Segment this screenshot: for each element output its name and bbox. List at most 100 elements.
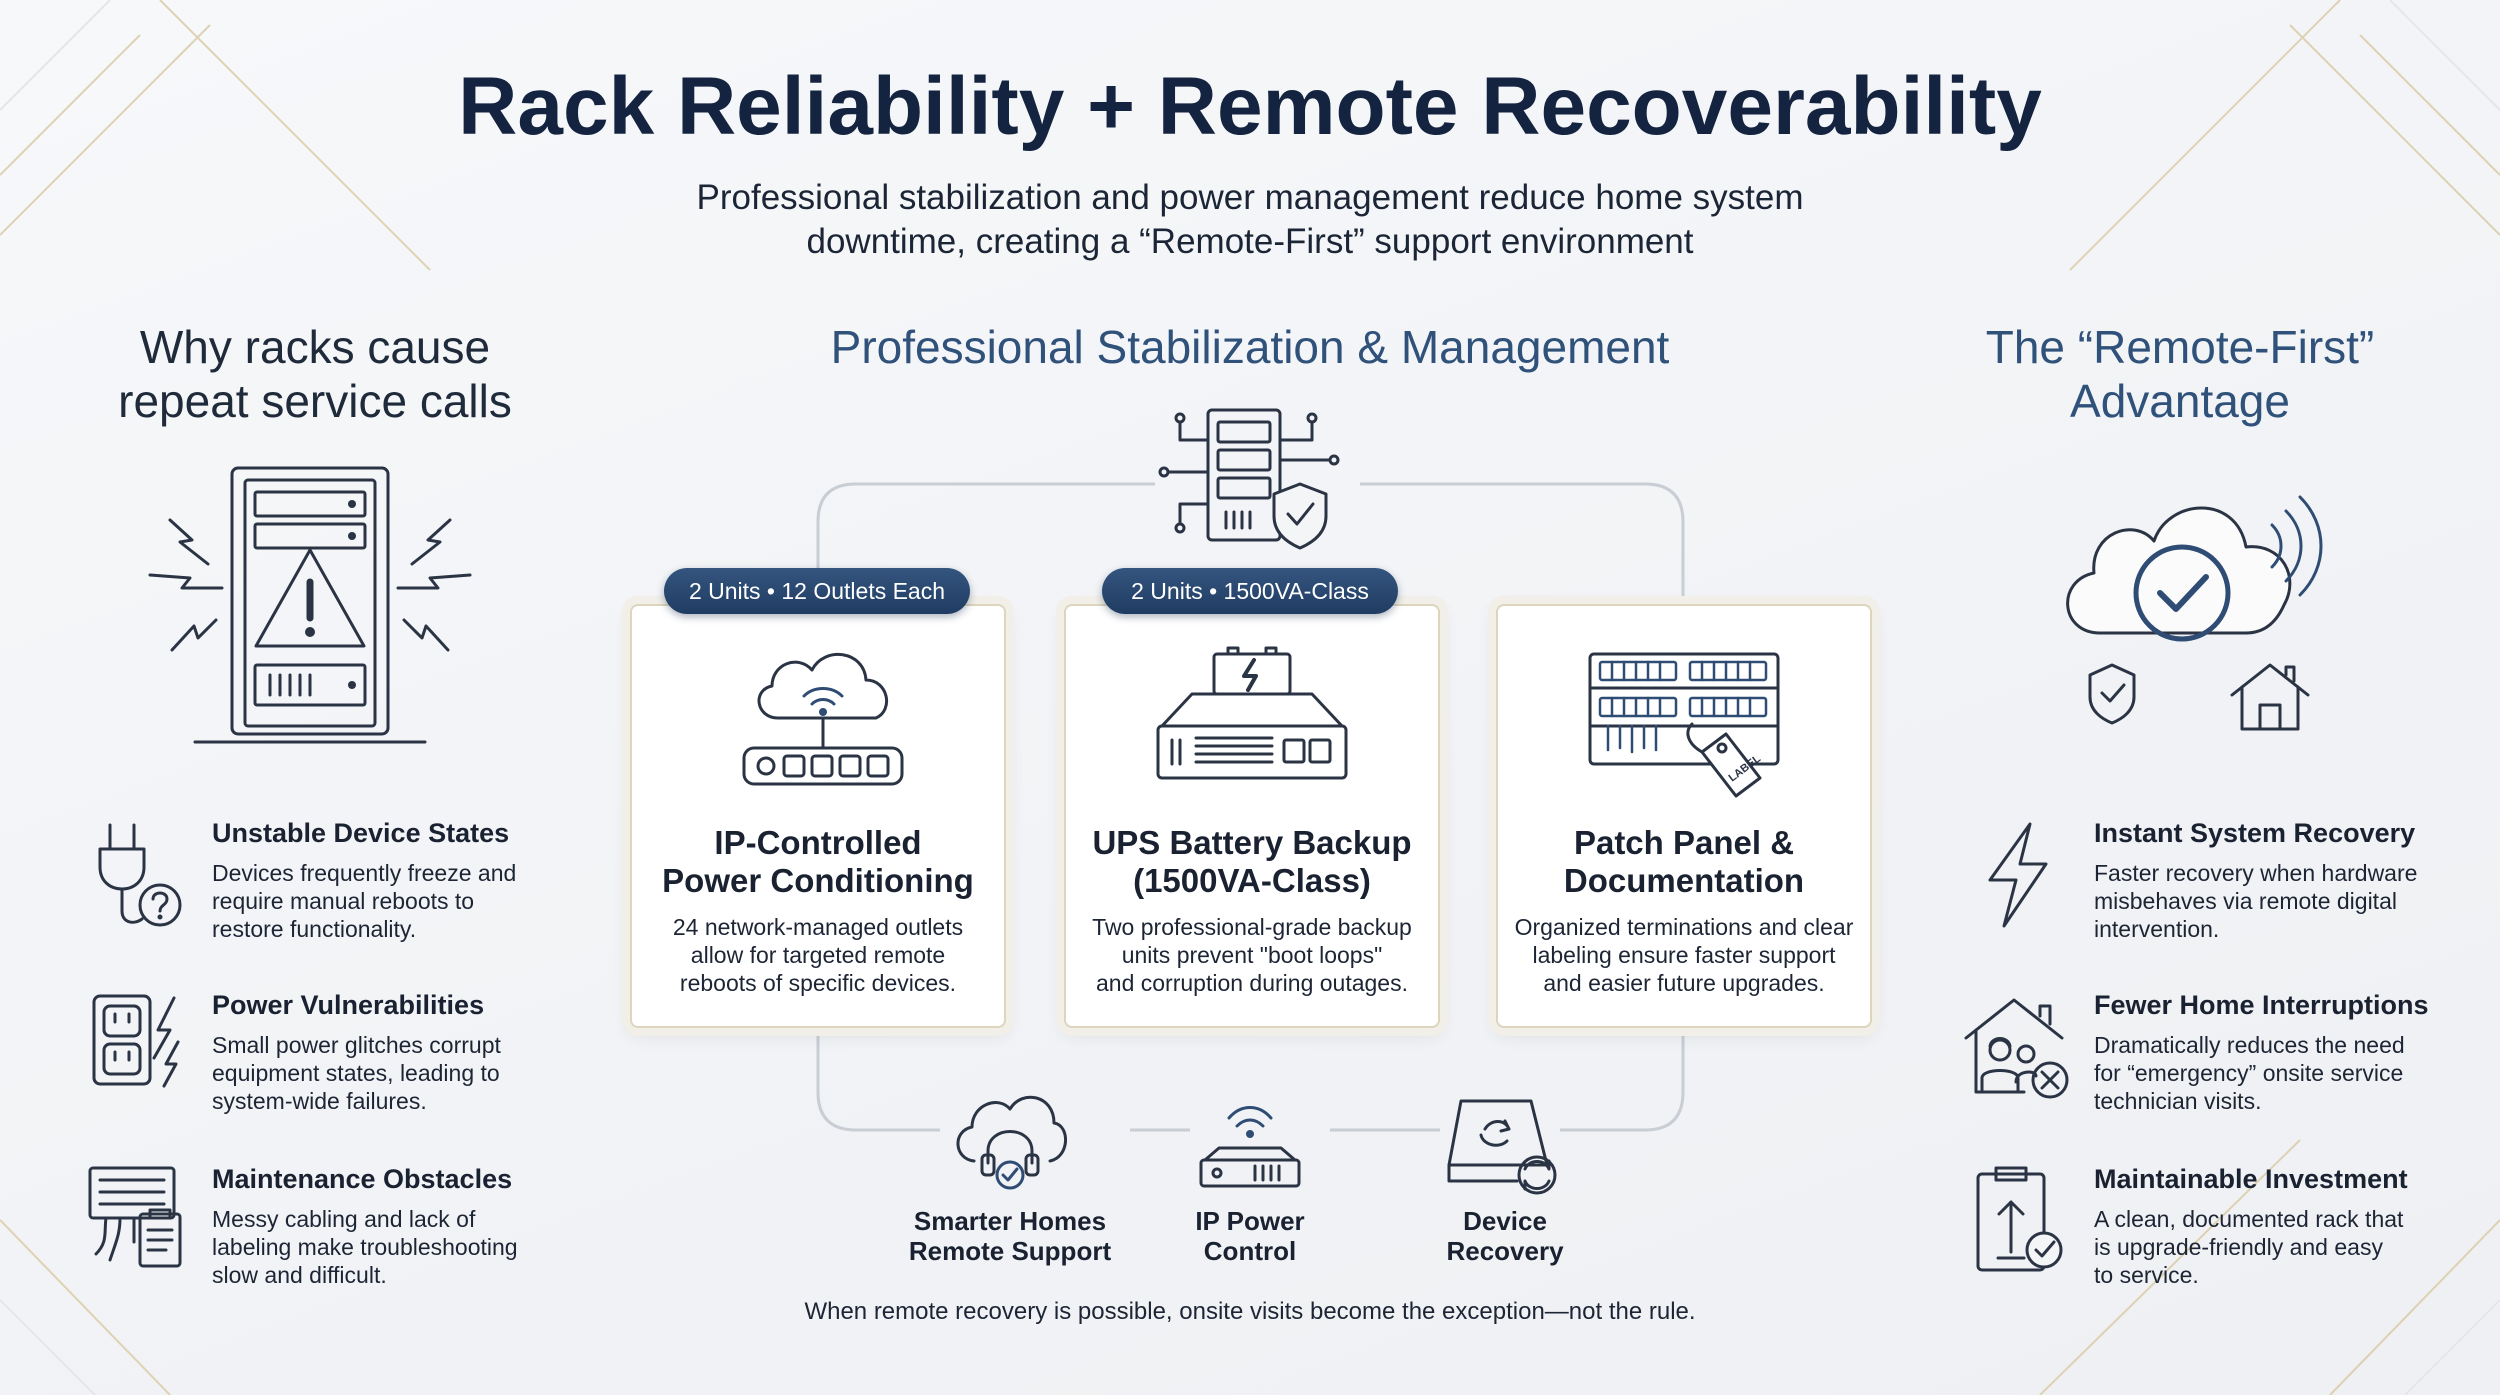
left-item-1-title: Unstable Device States	[212, 818, 510, 848]
left-item-3-line-3: slow and difficult.	[212, 1262, 387, 1288]
card-2-line-3: and corruption during outages.	[1096, 970, 1408, 996]
card-3-title: Patch Panel & Documentation	[1498, 824, 1870, 900]
card-3-line-1: Organized terminations and clear	[1514, 914, 1854, 940]
server-shield-icon	[1158, 408, 1340, 550]
drive-recovery-icon	[1447, 1099, 1557, 1195]
right-heading-line-2: Advantage	[2070, 375, 2290, 427]
left-item-3-title: Maintenance Obstacles	[212, 1164, 513, 1194]
connector-lines	[816, 482, 1685, 1132]
subtitle-line-2: downtime, creating a “Remote-First” supp…	[806, 222, 1694, 261]
card-1-title: IP-Controlled Power Conditioning	[632, 824, 1004, 900]
clipboard-upgrade-icon	[1976, 1166, 2063, 1272]
card-2-badge: 2 Units • 1500VA-Class	[1102, 568, 1398, 614]
card-3-line-2: labeling ensure faster support	[1532, 942, 1836, 968]
card-2-line-1: Two professional-grade backup	[1092, 914, 1412, 940]
card-1-title-line-1: IP-Controlled	[714, 824, 922, 861]
left-item-1-desc: Devices frequently freeze and require ma…	[212, 859, 552, 943]
right-heading-line-1: The “Remote-First”	[1985, 321, 2375, 373]
right-item-2-title: Fewer Home Interruptions	[2094, 990, 2429, 1020]
left-item-3: Maintenance Obstacles Messy cabling and …	[212, 1164, 552, 1289]
bottom-3-line-2: Recovery	[1446, 1236, 1564, 1266]
cloud-power-strip-icon	[742, 653, 904, 786]
bottom-label-ip-power: IP Power Control	[1130, 1206, 1370, 1266]
house-technician-icon	[1964, 998, 2069, 1099]
right-item-1-line-2: misbehaves via remote digital	[2094, 888, 2397, 914]
left-item-3-line-2: labeling make troubleshooting	[212, 1234, 518, 1260]
card-1-line-2: allow for targeted remote	[690, 942, 946, 968]
rack-warning-icon	[148, 466, 472, 744]
left-item-3-icon-wrap	[86, 1162, 196, 1272]
patch-clipboard-icon	[88, 1166, 182, 1268]
card-ups-backup: UPS Battery Backup (1500VA-Class) Two pr…	[1064, 604, 1440, 1028]
card-2-title: UPS Battery Backup (1500VA-Class)	[1066, 824, 1438, 900]
left-column-heading: Why racks cause repeat service calls	[60, 320, 570, 428]
card-power-conditioning: IP-Controlled Power Conditioning 24 netw…	[630, 604, 1006, 1028]
card-1-line-3: reboots of specific devices.	[679, 970, 957, 996]
card-1-badge: 2 Units • 12 Outlets Each	[664, 568, 970, 614]
bottom-3-line-1: Device	[1463, 1206, 1547, 1236]
bottom-1-line-2: Remote Support	[908, 1236, 1112, 1266]
bottom-2-line-2: Control	[1203, 1236, 1297, 1266]
left-item-1-icon-wrap	[90, 815, 190, 935]
card-3-line-3: and easier future upgrades.	[1543, 970, 1825, 996]
patch-panel-tag-icon: LABEL	[1588, 652, 1780, 798]
left-item-1: Unstable Device States Devices frequentl…	[212, 818, 552, 943]
bottom-label-device-recovery: Device Recovery	[1385, 1206, 1625, 1266]
right-item-1-title: Instant System Recovery	[2094, 818, 2416, 848]
right-item-2-desc: Dramatically reduces the need for “emerg…	[2094, 1031, 2474, 1115]
left-item-2-line-1: Small power glitches corrupt	[212, 1032, 501, 1058]
card-1-desc: 24 network-managed outlets allow for tar…	[646, 913, 990, 997]
left-item-1-line-3: restore functionality.	[212, 916, 417, 942]
right-item-1-line-3: intervention.	[2094, 916, 2220, 942]
right-item-3-desc: A clean, documented rack that is upgrade…	[2094, 1205, 2474, 1289]
card-patch-panel: LABEL Patch Panel & Documentation Organi…	[1496, 604, 1872, 1028]
page-title: Rack Reliability + Remote Recoverability	[458, 61, 2042, 152]
router-icon	[1199, 1106, 1301, 1188]
lightning-icon	[1988, 822, 2048, 928]
subtitle-line-1: Professional stabilization and power man…	[696, 178, 1804, 217]
middle-column-heading: Professional Stabilization & Management	[830, 321, 1670, 373]
left-item-3-desc: Messy cabling and lack of labeling make …	[212, 1205, 552, 1289]
right-item-3-line-3: to service.	[2094, 1262, 2199, 1288]
left-item-1-line-2: require manual reboots to	[212, 888, 475, 914]
bottom-label-remote-support: Smarter Homes Remote Support	[890, 1206, 1130, 1266]
card-2-desc: Two professional-grade backup units prev…	[1080, 913, 1424, 997]
card-1-line-1: 24 network-managed outlets	[672, 914, 964, 940]
left-item-1-line-1: Devices frequently freeze and	[212, 860, 517, 886]
left-item-2-line-2: equipment states, leading to	[212, 1060, 500, 1086]
card-3-title-line-2: Documentation	[1563, 862, 1805, 899]
right-item-2: Fewer Home Interruptions Dramatically re…	[2094, 990, 2474, 1115]
card-2-line-2: units prevent "boot loops"	[1121, 942, 1383, 968]
bottom-2-line-1: IP Power	[1195, 1206, 1305, 1236]
page-subtitle: Professional stabilization and power man…	[600, 176, 1900, 264]
ups-battery-icon	[1156, 646, 1348, 780]
right-item-1-desc: Faster recovery when hardware misbehaves…	[2094, 859, 2474, 943]
right-item-3-line-1: A clean, documented rack that	[2094, 1206, 2404, 1232]
right-column-heading: The “Remote-First” Advantage	[1900, 320, 2460, 428]
plug-question-icon	[98, 823, 182, 927]
left-heading-line-1: Why racks cause	[139, 321, 491, 373]
right-item-1: Instant System Recovery Faster recovery …	[2094, 818, 2474, 943]
card-2-title-line-2: (1500VA-Class)	[1133, 862, 1371, 899]
right-item-3: Maintainable Investment A clean, documen…	[2094, 1164, 2474, 1289]
left-item-2: Power Vulnerabilities Small power glitch…	[212, 990, 552, 1115]
left-heading-line-2: repeat service calls	[118, 375, 512, 427]
right-item-1-line-1: Faster recovery when hardware	[2094, 860, 2418, 886]
card-1-title-line-2: Power Conditioning	[662, 862, 974, 899]
right-item-2-line-3: technician visits.	[2094, 1088, 2262, 1114]
right-item-3-line-2: is upgrade-friendly and easy	[2094, 1234, 2383, 1260]
left-item-2-title: Power Vulnerabilities	[212, 990, 485, 1020]
cloud-headset-icon	[956, 1095, 1067, 1190]
footer-note: When remote recovery is possible, onsite…	[804, 1298, 1696, 1325]
left-item-2-icon-wrap	[88, 990, 188, 1090]
right-item-3-title: Maintainable Investment	[2094, 1164, 2408, 1194]
left-item-3-line-1: Messy cabling and lack of	[212, 1206, 476, 1232]
cloud-check-shield-home-icon	[2066, 495, 2323, 731]
left-item-2-line-3: system-wide failures.	[212, 1088, 427, 1114]
right-item-2-line-1: Dramatically reduces the need	[2094, 1032, 2405, 1058]
card-2-title-line-1: UPS Battery Backup	[1092, 824, 1412, 861]
card-3-desc: Organized terminations and clear labelin…	[1512, 913, 1856, 997]
card-3-title-line-1: Patch Panel &	[1573, 824, 1795, 861]
outlet-lightning-icon	[92, 994, 180, 1088]
right-item-2-line-2: for “emergency” onsite service	[2094, 1060, 2404, 1086]
